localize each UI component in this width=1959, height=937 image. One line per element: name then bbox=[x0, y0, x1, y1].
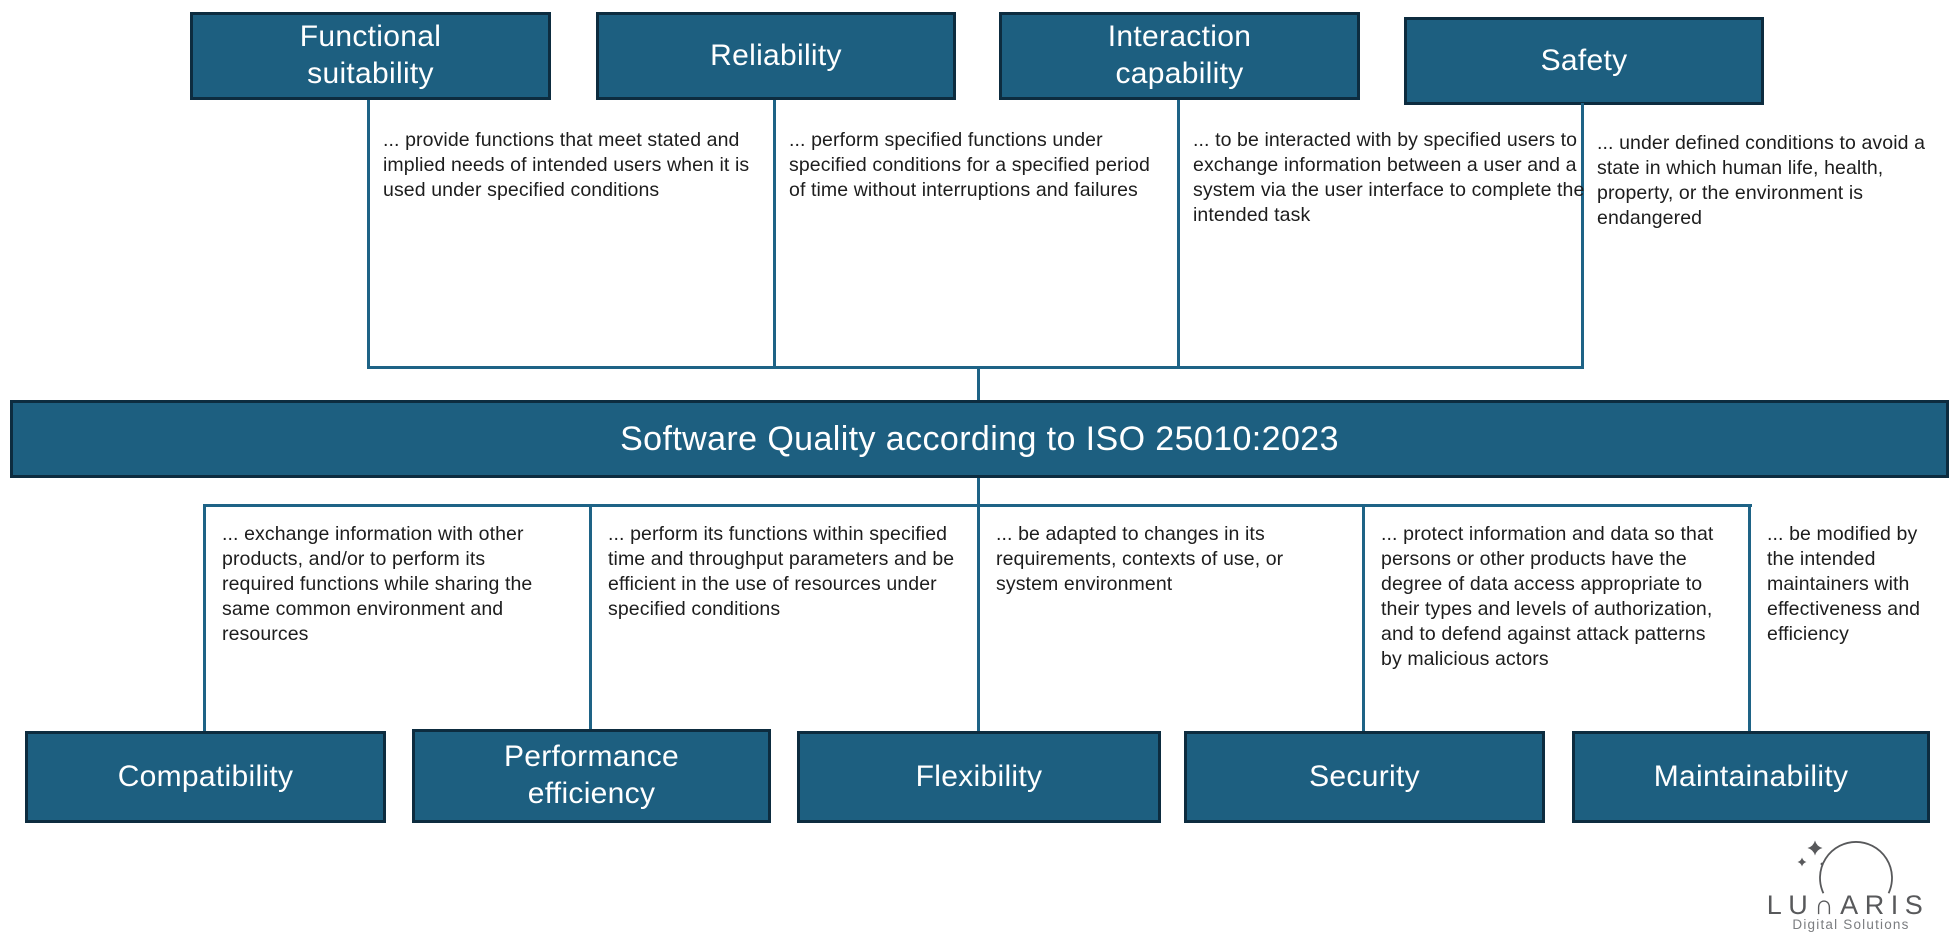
top-box-safety: Safety bbox=[1404, 17, 1764, 105]
connector-flexibility bbox=[977, 507, 980, 731]
description-reliability: ... perform specified functions under sp… bbox=[789, 129, 1150, 201]
sparkle-small-icon bbox=[1797, 857, 1807, 867]
connector-interaction-capability bbox=[1177, 100, 1180, 366]
bottom-box-maintainability: Maintainability bbox=[1572, 731, 1930, 823]
description-security: ... protect information and data so that… bbox=[1381, 523, 1714, 670]
connector-safety bbox=[1581, 103, 1584, 366]
connector-functional-suitability bbox=[367, 100, 370, 366]
top-box-reliability: Reliability bbox=[596, 12, 956, 100]
box-label: Safety bbox=[1540, 43, 1628, 77]
bottom-box-security: Security bbox=[1184, 731, 1545, 823]
moon-arc-icon bbox=[1819, 841, 1893, 894]
box-label: Performance efficiency bbox=[503, 740, 680, 810]
bottom-box-compatibility: Compatibility bbox=[25, 731, 386, 823]
bottom-box-flexibility: Flexibility bbox=[797, 731, 1161, 823]
connector-top-horizontal bbox=[367, 366, 1584, 369]
connector-reliability bbox=[773, 100, 776, 366]
box-label: Flexibility bbox=[915, 759, 1043, 793]
connector-top-stub bbox=[977, 369, 980, 400]
connector-maintainability bbox=[1748, 507, 1751, 731]
sparkle-icon bbox=[1807, 840, 1823, 856]
box-label: Functional suitability bbox=[299, 20, 442, 90]
connector-performance-efficiency bbox=[589, 507, 592, 731]
description-interaction-capability: ... to be interacted with by specified u… bbox=[1193, 129, 1585, 226]
description-flexibility: ... be adapted to changes in its require… bbox=[996, 523, 1284, 595]
sparkle-dot-icon bbox=[1820, 862, 1824, 866]
bottom-box-performance-efficiency: Performance efficiency bbox=[412, 729, 771, 823]
top-box-functional-suitability: Functional suitability bbox=[190, 12, 551, 100]
lunaris-logo: LU∩ARIS Digital Solutions bbox=[1743, 832, 1953, 932]
description-maintainability: ... be modified by the intended maintain… bbox=[1767, 523, 1921, 645]
connector-security bbox=[1362, 507, 1365, 731]
diagram-title: Software Quality according to ISO 25010:… bbox=[620, 419, 1339, 458]
description-safety: ... under defined conditions to avoid a … bbox=[1597, 132, 1926, 229]
lunaris-logo-graphic: LU∩ARIS Digital Solutions bbox=[1767, 840, 1929, 932]
logo-wordmark: LU∩ARIS bbox=[1767, 890, 1929, 920]
description-functional-suitability: ... provide functions that meet stated a… bbox=[383, 129, 750, 201]
description-performance-efficiency: ... perform its functions within specifi… bbox=[608, 523, 955, 620]
top-box-interaction-capability: Interaction capability bbox=[999, 12, 1360, 100]
connector-compatibility bbox=[203, 507, 206, 731]
description-compatibility: ... exchange information with other prod… bbox=[222, 523, 533, 645]
box-label: Compatibility bbox=[117, 759, 294, 793]
logo-tagline: Digital Solutions bbox=[1792, 917, 1909, 932]
box-label: Maintainability bbox=[1653, 759, 1849, 793]
box-label: Interaction capability bbox=[1107, 20, 1252, 90]
root-box-software-quality: Software Quality according to ISO 25010:… bbox=[10, 400, 1949, 478]
box-label: Reliability bbox=[710, 38, 842, 72]
connector-bottom-stub bbox=[977, 478, 980, 504]
connector-bottom-horizontal bbox=[203, 504, 1752, 507]
box-label: Security bbox=[1309, 759, 1420, 793]
